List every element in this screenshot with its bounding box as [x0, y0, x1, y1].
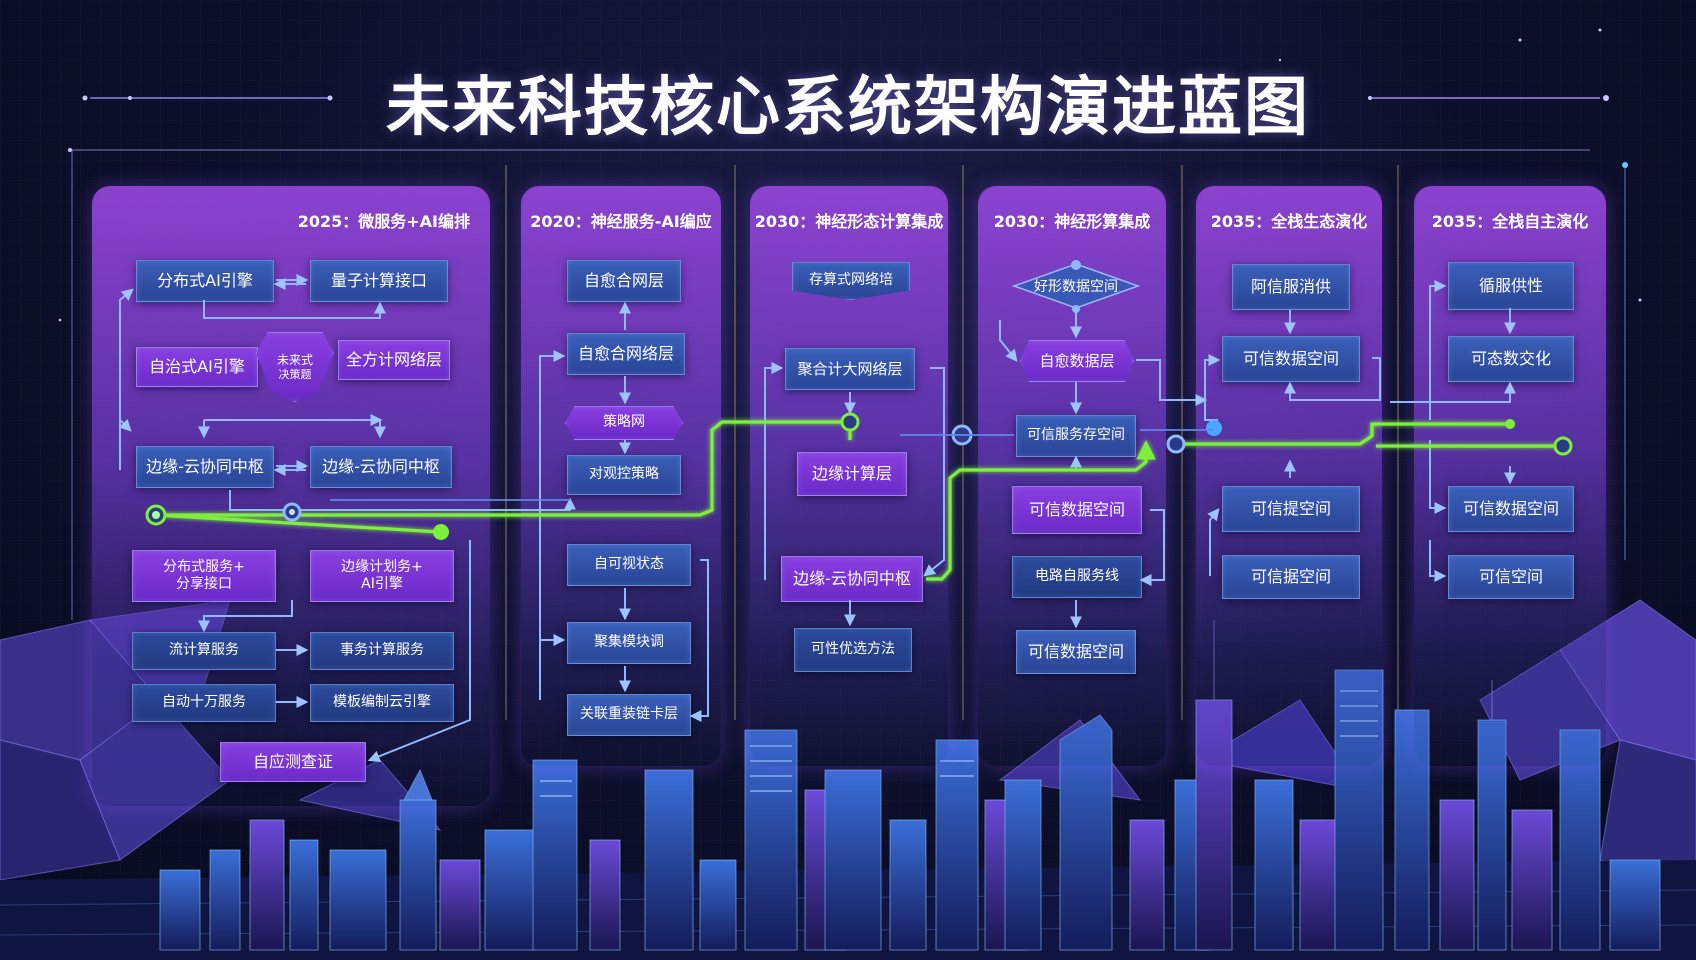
node-service-supply[interactable]: 循服供性: [1448, 262, 1574, 310]
stage-title: 2035：全栈自主演化: [1431, 212, 1589, 231]
stage-title: 2030：神经形态计算集成: [754, 212, 944, 231]
node-trusted-service-space[interactable]: 可信服务存空间: [1016, 415, 1136, 457]
node-edge-compute-layer[interactable]: 边缘计算层: [797, 452, 907, 496]
node-distributed-ai-engine[interactable]: 分布式AI引擎: [136, 260, 274, 302]
node-trusted-data-space-a[interactable]: 可信数据空间: [1012, 486, 1142, 534]
node-self-healing-layer[interactable]: 自愈合网层: [567, 260, 681, 302]
node-auto-service[interactable]: 自动十万服务: [132, 684, 276, 722]
node-trusted-data-space-e[interactable]: 可信数据空间: [1448, 486, 1574, 532]
node-trusted-space-f[interactable]: 可信空间: [1448, 555, 1574, 599]
node-trusted-supply[interactable]: 阿信服消供: [1232, 264, 1350, 310]
stage-title: 2025：微服务+AI编排: [297, 212, 470, 231]
node-aggregate-module[interactable]: 聚集模块调: [567, 622, 691, 664]
stage-title: 2020：神经服务-AI编应: [530, 212, 712, 231]
city-skyline: [159, 620, 1661, 951]
node-template-cloud-engine[interactable]: 模板编制云引擎: [310, 684, 454, 722]
shield-label: 未来式: [276, 352, 313, 367]
node-quantum-interface[interactable]: 量子计算接口: [310, 260, 448, 302]
node-autonomous-ai-engine[interactable]: 自治式AI引擎: [136, 347, 258, 387]
node-state-exchange[interactable]: 可态数交化: [1448, 336, 1574, 382]
node-control-strategy[interactable]: 对观控策略: [567, 455, 681, 495]
node-label: 好形数据空间: [1034, 279, 1118, 295]
node-trusted-data-space-c[interactable]: 可信数据空间: [1222, 336, 1360, 382]
node-self-healing-network[interactable]: 自愈合网络层: [567, 333, 685, 375]
node-edge-cloud-hub-c[interactable]: 边缘-云协同中枢: [781, 556, 923, 602]
node-transaction-service[interactable]: 事务计算服务: [310, 632, 454, 670]
node-visual-state[interactable]: 自可视状态: [567, 544, 691, 586]
stage-title: 2030：神经形算集成: [993, 212, 1151, 231]
node-trusted-space-d[interactable]: 可信据空间: [1222, 555, 1360, 599]
node-trusted-data-space-b[interactable]: 可信数据空间: [1016, 630, 1136, 674]
shield-sublabel: 决策题: [278, 367, 312, 381]
node-data-space-diamond[interactable]: 好形数据空间: [1012, 262, 1140, 310]
stage-title: 2035：全栈生态演化: [1210, 212, 1368, 231]
node-network-layer[interactable]: 全方计网络层: [338, 340, 450, 380]
node-edge-cloud-hub-b[interactable]: 边缘-云协同中枢: [310, 446, 452, 488]
node-optimal-method[interactable]: 可性优选方法: [794, 628, 912, 672]
node-chain-card-layer[interactable]: 关联重装链卡层: [567, 694, 691, 736]
node-edge-service-ai[interactable]: 边缘计划务+ AI引擎: [310, 550, 454, 602]
node-strategy-net[interactable]: 策略网: [565, 406, 683, 440]
node-aggregate-network[interactable]: 聚合计大网络层: [785, 348, 915, 390]
node-distributed-service[interactable]: 分布式服务+ 分享接口: [132, 550, 276, 602]
node-stream-service[interactable]: 流计算服务: [132, 632, 276, 670]
node-trusted-lift-space[interactable]: 可信提空间: [1222, 486, 1360, 532]
page-title: 未来科技核心系统架构演进蓝图: [386, 71, 1310, 145]
node-edge-cloud-hub-a[interactable]: 边缘-云协同中枢: [136, 446, 274, 488]
node-self-healing-data[interactable]: 自愈数据层: [1020, 340, 1134, 382]
node-storage-compute-net[interactable]: 存算式网络培: [792, 262, 910, 300]
node-adaptive-check[interactable]: 自应测查证: [220, 742, 366, 782]
node-circuit-service[interactable]: 电路自服务线: [1012, 556, 1142, 598]
